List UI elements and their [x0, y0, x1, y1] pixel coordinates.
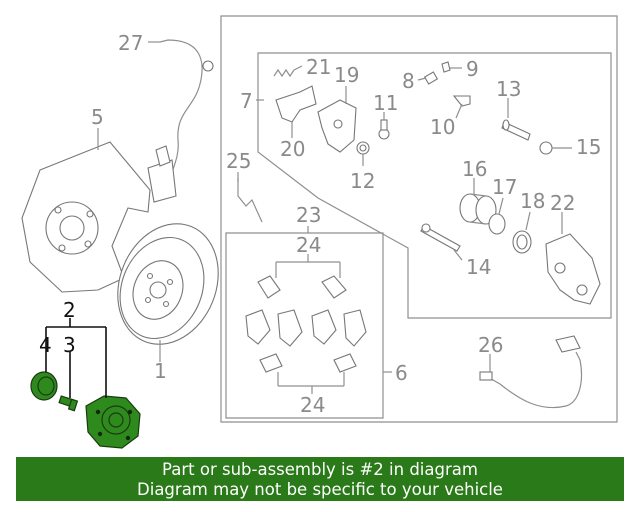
brake-hose-26 [479, 335, 583, 409]
bolt-11 [378, 119, 390, 140]
callout-25: 25 [226, 149, 251, 173]
callout-24-top: 24 [296, 233, 321, 257]
callout-3: 3 [63, 333, 76, 357]
leader-10 [455, 103, 463, 119]
callout-6: 6 [395, 361, 408, 385]
callout-5: 5 [91, 105, 104, 129]
leader-24-bottom [277, 372, 345, 394]
callout-27: 27 [118, 31, 143, 55]
callout-11: 11 [373, 91, 398, 115]
callout-21: 21 [306, 55, 331, 79]
pad-kit-outline [225, 232, 384, 419]
highlight-hub-bearing [85, 395, 141, 449]
callout-20: 20 [280, 137, 305, 161]
dust-shield [21, 141, 151, 293]
callout-9: 9 [466, 57, 479, 81]
callout-26: 26 [478, 333, 503, 357]
boot-15 [539, 141, 553, 155]
guide-pin-14 [420, 223, 461, 252]
spring-21 [273, 68, 295, 78]
hardware-8 [423, 71, 439, 85]
pad-clips-bottom [259, 353, 357, 373]
seal-17 [488, 213, 506, 235]
washer-12 [356, 141, 370, 155]
pad-clips-top [257, 275, 347, 299]
brake-rotor [117, 223, 219, 345]
leader-17 [498, 197, 504, 215]
caliper-carrier-22 [545, 233, 601, 305]
hardware-10 [452, 95, 471, 107]
highlight-bolt [58, 395, 79, 412]
callout-23: 23 [296, 203, 321, 227]
caliper-group-outline [257, 52, 612, 319]
notice-banner: Part or sub-assembly is #2 in diagram Di… [16, 457, 624, 501]
callout-2: 2 [63, 298, 76, 322]
bracket-19 [317, 99, 357, 153]
brake-pads [245, 309, 367, 347]
callout-15: 15 [576, 135, 601, 159]
guide-pin-13 [501, 119, 531, 141]
callout-8: 8 [402, 69, 415, 93]
dust-boot-18 [512, 230, 532, 254]
bracket-20 [275, 85, 317, 123]
callout-24-bottom: 24 [300, 393, 325, 417]
callout-1: 1 [154, 359, 167, 383]
banner-line-2: Diagram may not be specific to your vehi… [137, 480, 503, 499]
leader-8 [417, 77, 427, 81]
callout-14: 14 [466, 255, 491, 279]
callout-10: 10 [430, 115, 455, 139]
leader-24-top [275, 254, 341, 278]
leader-18 [525, 211, 531, 231]
highlight-cap [30, 371, 58, 401]
leader-2 [45, 318, 107, 398]
callout-16: 16 [462, 157, 487, 181]
piston-16 [459, 193, 497, 225]
callout-7: 7 [240, 89, 253, 113]
callout-17: 17 [492, 175, 517, 199]
leader-21 [293, 65, 303, 71]
callout-22: 22 [550, 191, 575, 215]
wheel-speed-sensor [147, 39, 214, 203]
hardware-9 [441, 61, 451, 73]
callout-18: 18 [520, 189, 545, 213]
leader-14 [453, 249, 463, 261]
banner-line-1: Part or sub-assembly is #2 in diagram [162, 460, 478, 479]
assembly-box-outline [220, 15, 618, 423]
callout-4: 4 [39, 333, 52, 357]
callout-19: 19 [334, 63, 359, 87]
callout-13: 13 [496, 77, 521, 101]
callout-12: 12 [350, 169, 375, 193]
clip-25 [237, 178, 263, 223]
